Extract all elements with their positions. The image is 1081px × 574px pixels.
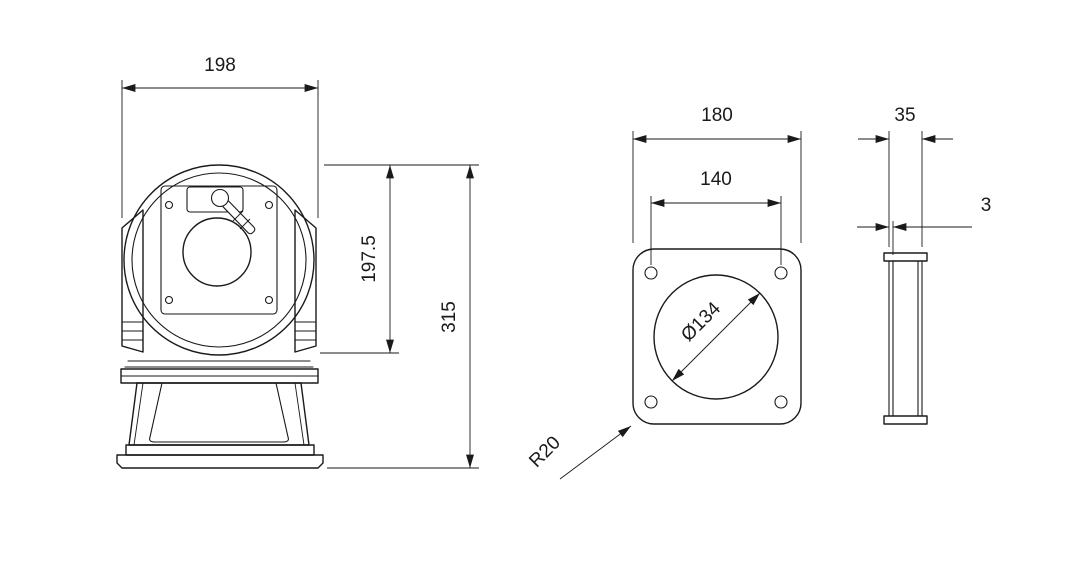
front-view: 198 197.5 315 xyxy=(116,55,479,469)
panel-screw xyxy=(264,200,274,210)
cross-bar xyxy=(120,368,319,384)
base-frame xyxy=(128,382,310,446)
dim-label-front-body-height: 197.5 xyxy=(359,235,380,283)
dim-side-thickness: 3 xyxy=(857,195,991,255)
plate-outline xyxy=(632,248,802,425)
front-panel xyxy=(160,185,278,315)
corner-hole xyxy=(644,395,658,409)
corner-hole xyxy=(774,266,788,280)
side-bottom-flange xyxy=(883,415,928,425)
dim-label-front-width: 198 xyxy=(204,55,236,76)
left-bracket xyxy=(121,209,144,353)
panel-center-hole xyxy=(182,217,252,287)
side-profile xyxy=(883,252,928,425)
dim-label-side-thickness: 3 xyxy=(981,195,992,216)
panel-screw xyxy=(164,200,174,210)
dim-side-depth: 35 xyxy=(858,105,953,247)
dim-label-plate-bore-diameter: Ø134 xyxy=(677,298,725,346)
base-mid-plate xyxy=(125,444,315,456)
dim-label-side-depth: 35 xyxy=(894,105,915,126)
dim-label-plate-hole-spacing: 140 xyxy=(700,169,732,190)
plate-corner-holes xyxy=(644,266,788,409)
side-view: 35 3 xyxy=(857,105,991,425)
corner-hole xyxy=(644,266,658,280)
dim-front-width: 198 xyxy=(121,55,319,218)
base-plate xyxy=(116,454,324,469)
panel-screws xyxy=(164,200,274,305)
latch-handle xyxy=(186,186,256,235)
dim-plate-hole-spacing: 140 xyxy=(650,169,782,265)
plate-bore-circle xyxy=(653,274,779,400)
dim-plate-outer-width: 180 xyxy=(632,105,802,243)
right-bracket xyxy=(294,209,317,353)
panel-screw xyxy=(264,295,274,305)
side-top-flange xyxy=(883,252,928,262)
dim-label-plate-outer-width: 180 xyxy=(701,105,733,126)
trunnion-bars xyxy=(124,360,314,368)
panel-screw xyxy=(164,295,174,305)
dim-plate-bore-diameter: Ø134 xyxy=(671,292,761,382)
dim-plate-corner-radius: R20 xyxy=(525,425,632,480)
housing-outer-circle xyxy=(123,164,315,356)
dim-front-body-height: 197.5 xyxy=(320,164,479,354)
housing-inner-circle xyxy=(131,172,307,348)
dim-front-total-height: 315 xyxy=(327,165,479,469)
corner-hole xyxy=(774,395,788,409)
plate-view: 180 140 Ø134 R20 xyxy=(525,105,802,480)
dim-label-front-total-height: 315 xyxy=(439,301,460,333)
latch-knob xyxy=(210,188,230,208)
dim-label-plate-corner-radius: R20 xyxy=(525,432,564,471)
